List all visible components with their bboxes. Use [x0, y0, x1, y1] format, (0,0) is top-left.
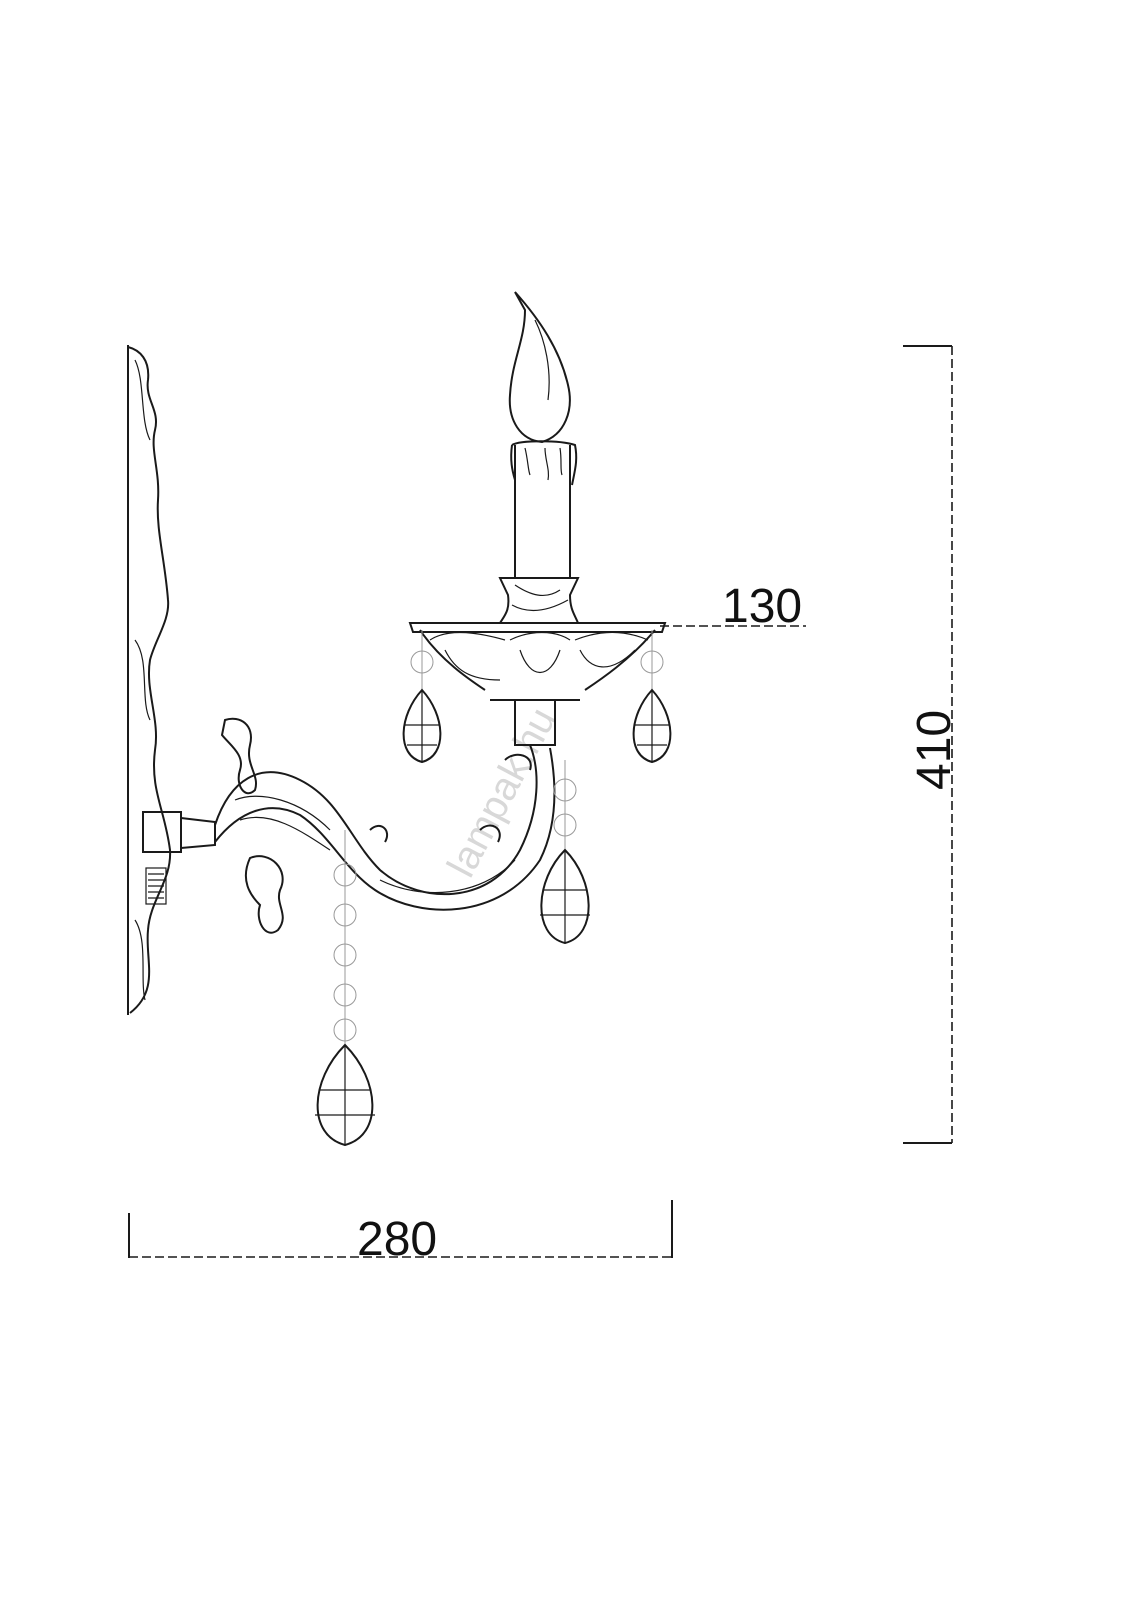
ornate-arm [142, 717, 556, 934]
dimension-width: 280 [128, 1200, 673, 1266]
dimension-projection: 130 [660, 580, 806, 633]
candle-cup [408, 577, 667, 746]
dimension-width-label: 280 [357, 1213, 437, 1266]
dimension-height: 410 [903, 345, 961, 1144]
wall-plate [127, 345, 172, 1015]
dimension-height-label: 410 [908, 710, 961, 790]
crystal-drops [315, 630, 672, 1147]
candle [508, 291, 578, 578]
dimension-projection-label: 130 [722, 580, 802, 633]
watermark: lampak.hu [439, 701, 564, 885]
